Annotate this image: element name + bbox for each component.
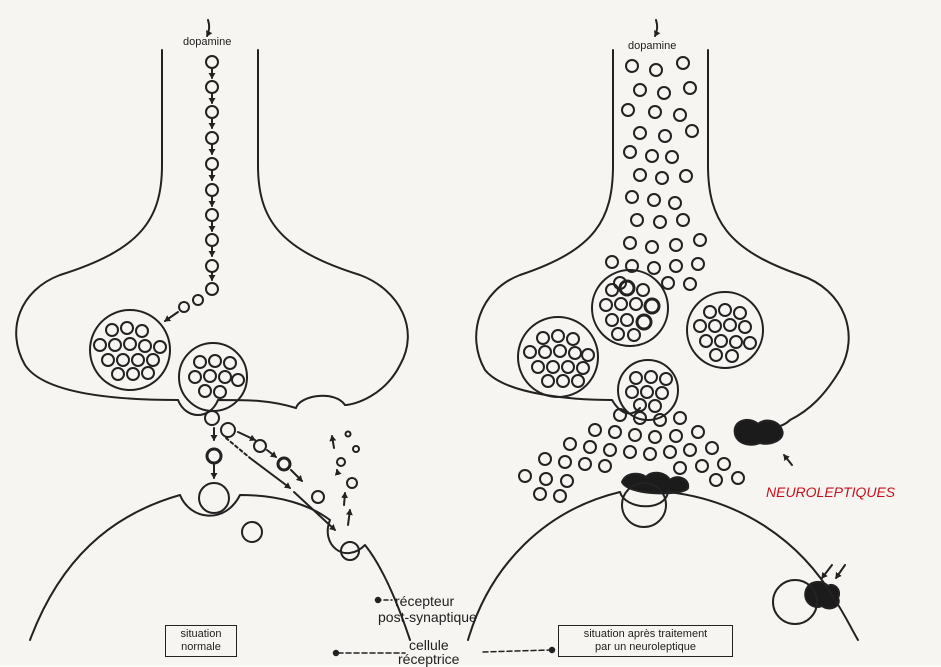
right-presynaptic-neuron [476,50,849,428]
neuroleptiques-label: NEUROLEPTIQUES [766,484,895,500]
situation-normale-box: situation normale [165,625,237,657]
situation-apres-traitement-box: situation après traitement par un neurol… [558,625,733,657]
left-synaptic-release [205,411,359,530]
right-vesicle-pool-center [592,270,668,346]
right-vesicle-pool-left [518,317,598,397]
dopamine-label-left: dopamine [183,36,231,48]
right-vesicle-docked [618,360,678,420]
after-box-line1: situation après traitement [563,628,728,641]
left-dopamine-chain [165,56,218,321]
receptrice-label: réceptrice [398,651,459,667]
right-receptor-cell [468,483,858,640]
left-vesicle-pool-large [90,310,170,390]
left-vesicle-docked [179,343,247,411]
normal-box-line2: normale [170,641,232,654]
recepteur-label: récepteur [395,593,454,609]
left-receptor-cell [30,483,410,640]
post-synaptique-label: post-synaptique [378,609,477,625]
dopamine-label-right: dopamine [628,40,676,52]
right-top-arrow [655,20,657,36]
left-top-arrow [207,20,209,36]
neuroleptic-blocks [622,420,839,609]
normal-box-line1: situation [170,628,232,641]
after-box-line2: par un neuroleptique [563,641,728,654]
left-presynaptic-neuron [16,50,408,415]
right-dopamine-column [606,57,706,290]
neuroleptic-arrows [784,455,845,578]
right-vesicle-pool-right [687,292,763,368]
